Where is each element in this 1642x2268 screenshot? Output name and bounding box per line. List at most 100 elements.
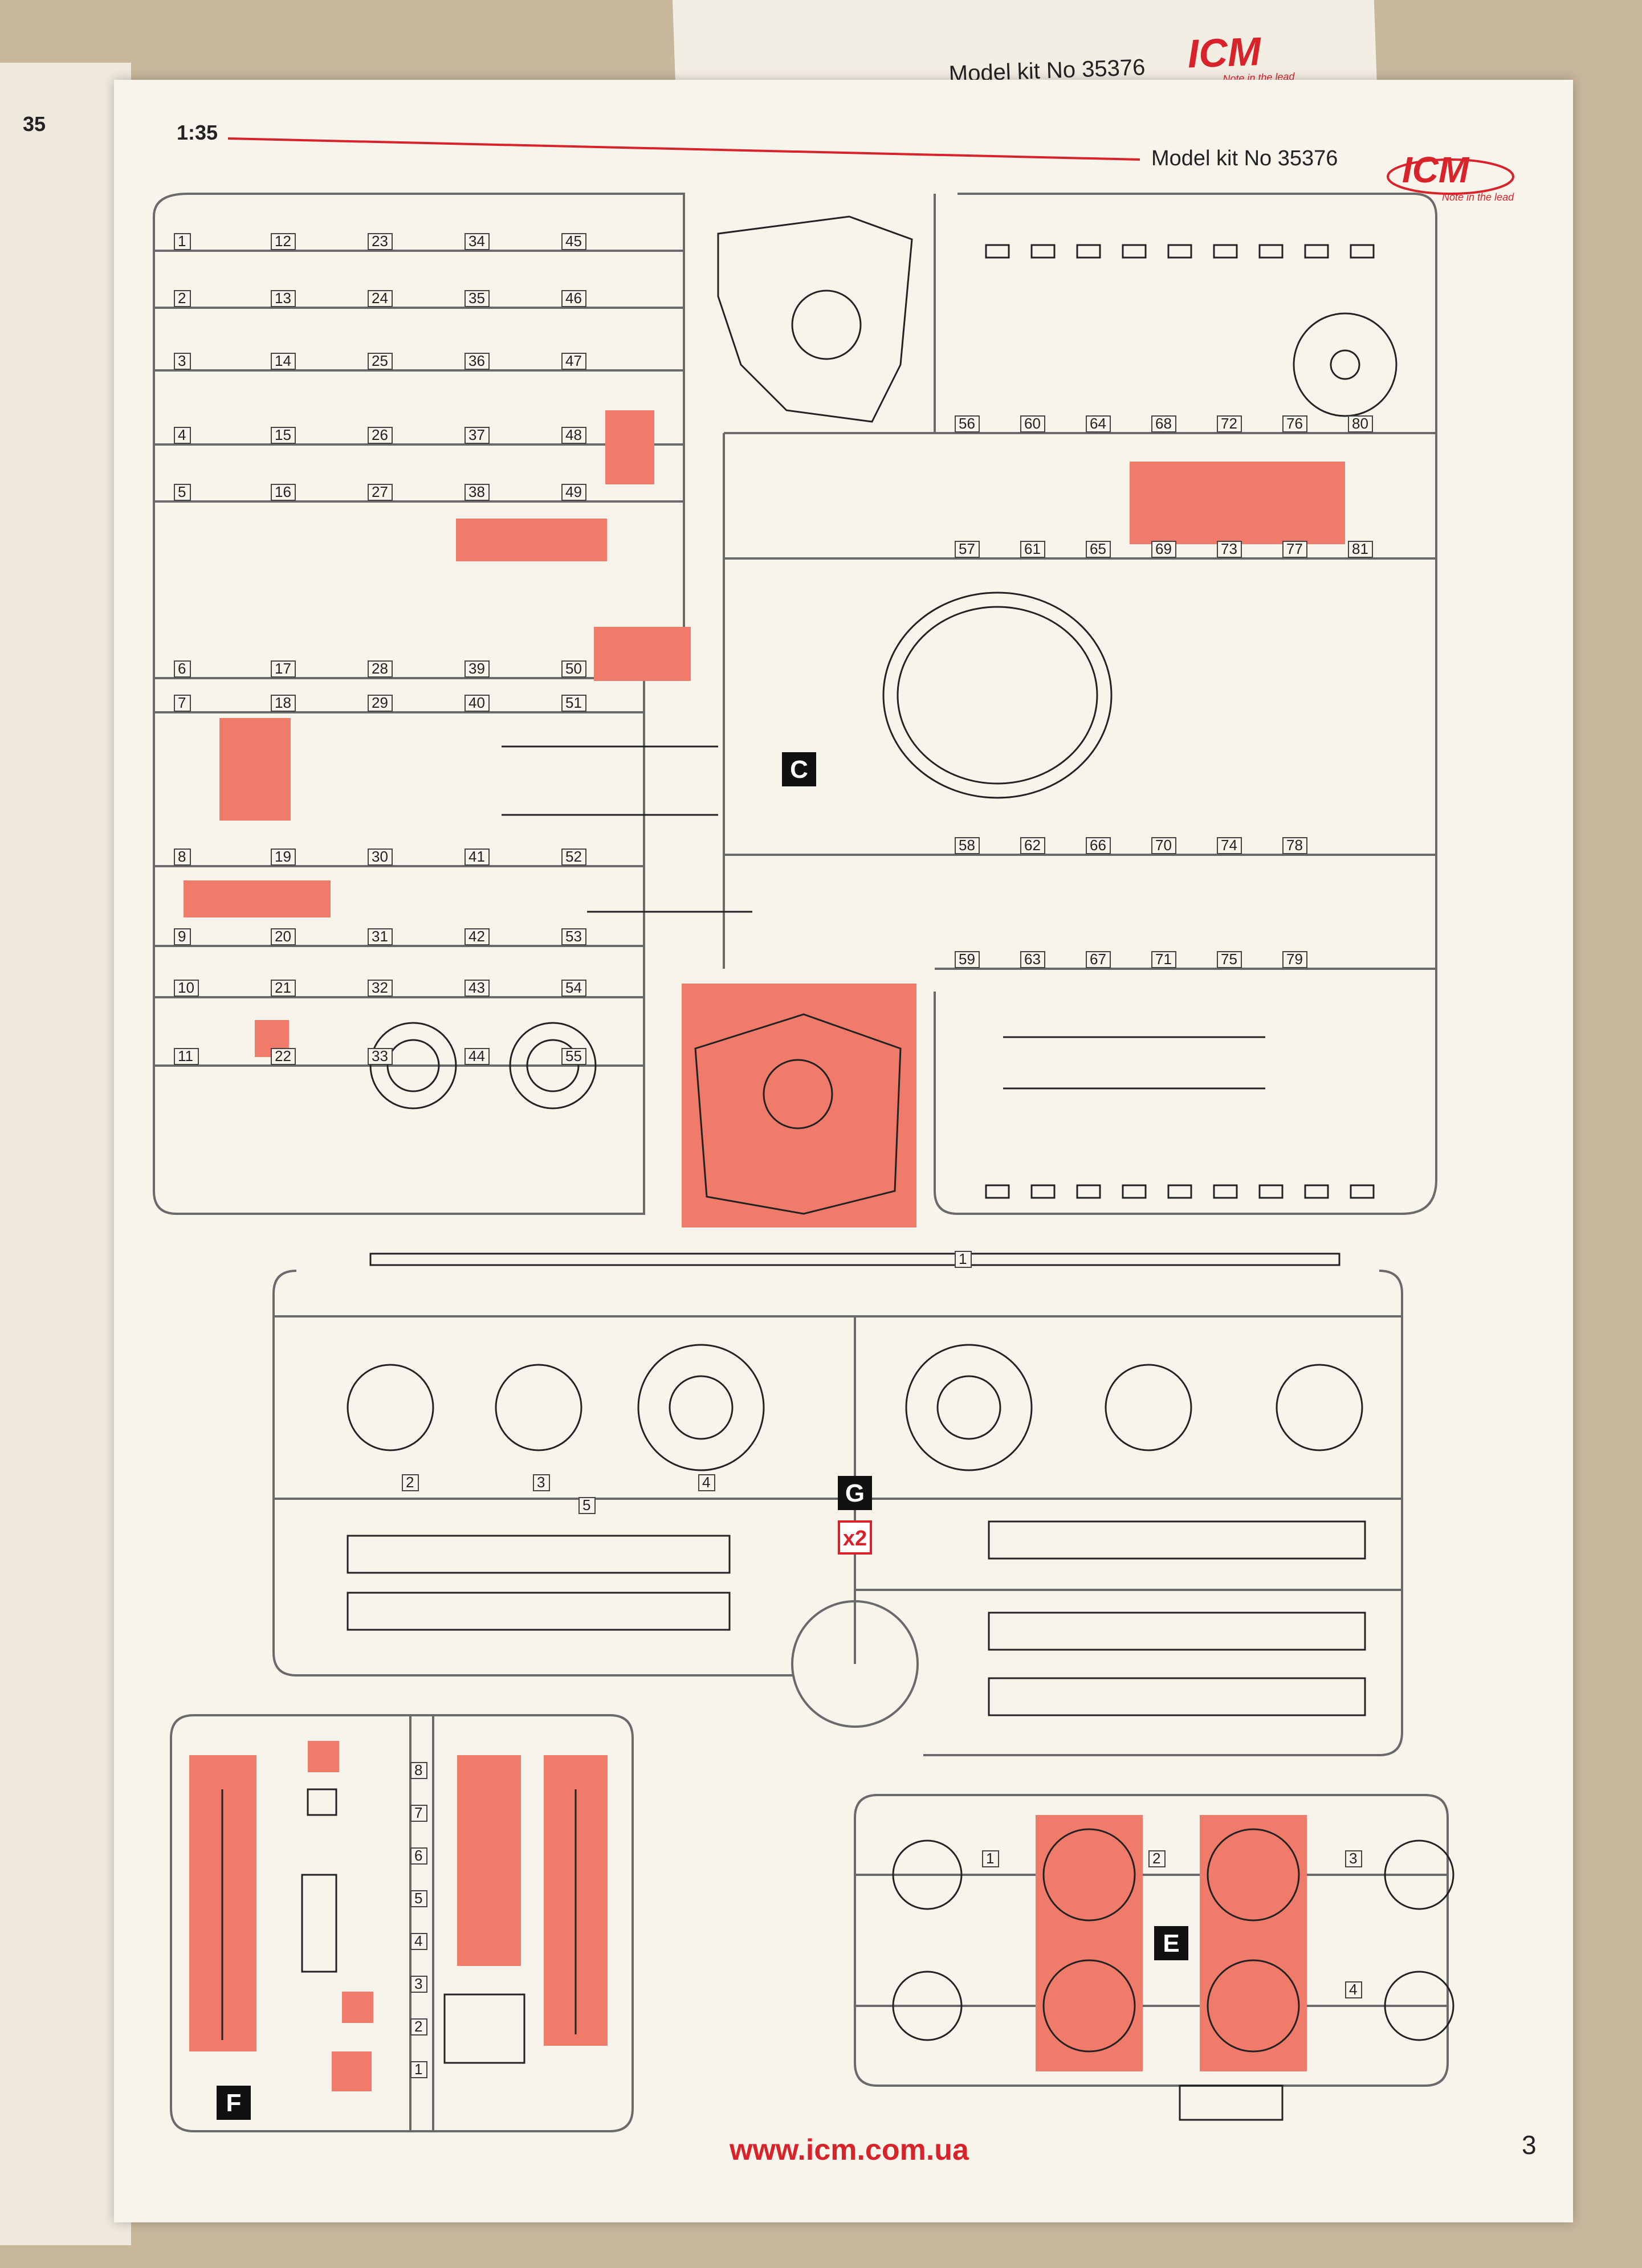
- part-number-box: [174, 484, 191, 501]
- part-number-box: [561, 290, 586, 307]
- part-number: 57: [959, 540, 975, 557]
- part-number-tag: 4: [174, 426, 191, 444]
- part-number-tag: 60: [1020, 415, 1045, 433]
- part-number-box: [465, 233, 490, 250]
- part-number-box: [1282, 541, 1307, 558]
- part-number-tag: 39: [465, 660, 490, 678]
- part-number: 74: [1221, 837, 1237, 854]
- part-number: 36: [468, 352, 485, 369]
- part-number: 9: [178, 928, 186, 945]
- part-number: 42: [468, 928, 485, 945]
- part-number: 6: [178, 660, 186, 677]
- website-url: www.icm.com.ua: [729, 2134, 969, 2167]
- part-number: 50: [565, 660, 582, 677]
- part-number: 66: [1090, 837, 1106, 854]
- part-number-box: [368, 928, 393, 945]
- part-number-box: [271, 484, 296, 501]
- kit-label: Model kit No 35376: [1151, 146, 1338, 170]
- part-number-tag: 55: [561, 1047, 586, 1065]
- part-number-box: [1020, 837, 1045, 854]
- part-number: 46: [565, 289, 582, 307]
- part-number: 55: [565, 1047, 582, 1064]
- part-number-tag: 20: [271, 928, 296, 945]
- road-wheel-hub: [669, 1375, 734, 1440]
- part-number-box: [174, 353, 191, 370]
- part-number: 32: [372, 979, 388, 996]
- part-number-box: [271, 660, 296, 678]
- part-number-box: [465, 427, 490, 444]
- part-number-box: [410, 1933, 427, 1950]
- part-number: 75: [1221, 951, 1237, 968]
- part-number: 52: [565, 848, 582, 865]
- page-number: 3: [1522, 2130, 1537, 2160]
- small-part: [1213, 244, 1238, 259]
- part-number-tag: 53: [561, 928, 586, 945]
- part-number-tag: 2: [174, 289, 191, 307]
- part-number-box: [561, 353, 586, 370]
- part-number: 38: [468, 483, 485, 500]
- part-number-box: [465, 928, 490, 945]
- part-number-box: [368, 233, 393, 250]
- highlight-part: [456, 519, 607, 561]
- turret-ring-inner: [897, 606, 1098, 785]
- part-number: 78: [1286, 837, 1303, 854]
- part-number-box: [174, 233, 191, 250]
- part-number: 4: [414, 1932, 422, 1949]
- part-number-box: [271, 353, 296, 370]
- part-number-tag: 41: [465, 848, 490, 866]
- part-number-tag: 57: [955, 540, 980, 558]
- small-part: [1304, 1184, 1329, 1199]
- part-number-tag: 37: [465, 426, 490, 444]
- part-number-tag: 74: [1217, 837, 1242, 854]
- highlight-spring-part: [457, 1755, 521, 1966]
- part-number-tag: 5: [174, 483, 191, 501]
- part-number-tag: 13: [271, 289, 296, 307]
- part-number: 77: [1286, 540, 1303, 557]
- part-number-tag: 49: [561, 483, 586, 501]
- part-number: 40: [468, 694, 485, 711]
- small-part: [1213, 1184, 1238, 1199]
- radio-part: [443, 1993, 525, 2064]
- part-number: 24: [372, 289, 388, 307]
- sprue-e-label: E: [1163, 1930, 1179, 1957]
- part-number-tag: 8: [410, 1761, 427, 1779]
- part-number-box: [271, 290, 296, 307]
- part-number-box: [174, 1048, 199, 1065]
- sprue-e-frame: [854, 1794, 1449, 2087]
- part-number-tag: 81: [1348, 540, 1373, 558]
- part-number: 64: [1090, 415, 1106, 432]
- part-number-tag: 4: [410, 1932, 427, 1950]
- part-number-box: [410, 1805, 427, 1822]
- part-number-box: [1151, 541, 1176, 558]
- part-number-box: [561, 849, 586, 866]
- part-number-tag: 22: [271, 1047, 296, 1065]
- part-number: 28: [372, 660, 388, 677]
- part-number-tag: 62: [1020, 837, 1045, 854]
- part-number-tag: 5: [578, 1496, 596, 1514]
- part-number-tag: 80: [1348, 415, 1373, 433]
- part-number-box: [561, 427, 586, 444]
- part-number-box: [368, 695, 393, 712]
- part-number: 51: [565, 694, 582, 711]
- part-number-tag: 61: [1020, 540, 1045, 558]
- highlight-part: [1130, 462, 1345, 544]
- part-number-tag: 28: [368, 660, 393, 678]
- part-number-tag: 77: [1282, 540, 1307, 558]
- part-number: 2: [406, 1474, 414, 1491]
- turret-hatch: [763, 1059, 833, 1129]
- part-number: 1: [959, 1250, 967, 1267]
- part-number-tag: 15: [271, 426, 296, 444]
- part-number-tag: 2: [402, 1474, 419, 1491]
- left-sheet-content: 35: [23, 112, 46, 136]
- part-number-box: [368, 484, 393, 501]
- part-number-box: [561, 660, 586, 678]
- part-number-box: [271, 233, 296, 250]
- part-number-tag: 34: [465, 232, 490, 250]
- part-number-box: [1151, 951, 1176, 968]
- part-number: 39: [468, 660, 485, 677]
- part-number: 71: [1155, 951, 1172, 968]
